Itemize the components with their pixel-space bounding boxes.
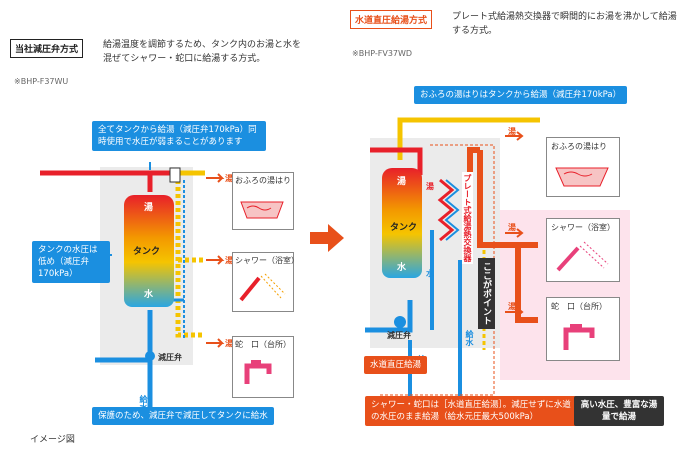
left-method-tag: 当社減圧弁方式 [10, 39, 84, 58]
left-callout-left: タンクの水圧は低め（減圧弁170kPa） [32, 241, 110, 283]
right-hot-short-label: 湯 [426, 182, 434, 191]
right-tank-bottom-label: 水 [397, 263, 407, 273]
right-method-tag: 水道直圧給湯方式 [350, 10, 433, 29]
right-flow-label-faucet: 湯 [508, 302, 516, 311]
right-model-number: ※BHP-FV37WD [352, 49, 413, 58]
left-description: 給湯温度を調節するため、タンク内のお湯と水を混ぜてシャワー・蛇口に給湯する方式。 [103, 40, 302, 64]
right-callout-bottom: シャワー・蛇口は［水道直圧給湯］。減圧せずに水道の水圧のまま給湯（給水元圧最大5… [365, 396, 577, 426]
right-supply-label-2: 給水 [465, 330, 474, 346]
image-note: イメージ図 [30, 435, 75, 445]
bathtub-icon [240, 201, 284, 219]
right-water-short-label: 水 [426, 269, 434, 278]
right-bath-label: おふろの湯はり [551, 142, 607, 151]
right-flow-label-bath: 湯 [508, 127, 516, 136]
left-flow-label-faucet: 湯 [225, 339, 233, 348]
faucet-icon [244, 360, 272, 384]
left-flow-label-bath: 湯 [225, 174, 233, 183]
shower-icon-right [556, 241, 609, 272]
right-valve-label: 減圧弁 [387, 331, 411, 340]
left-callout-bottom: 保護のため、減圧弁で減圧してタンクに給水 [92, 407, 274, 425]
left-bath-label: おふろの湯はり [235, 176, 291, 185]
left-faucet-label: 蛇 口（台所） [235, 340, 291, 349]
left-model-number: ※BHP-F37WU [14, 77, 69, 86]
right-callout-dark: 高い水圧、豊富な湯量で給湯 [574, 396, 664, 426]
right-shower-label: シャワー（浴室） [551, 223, 615, 232]
shower-icon [239, 273, 286, 302]
comparison-arrow-icon [310, 224, 344, 252]
left-tank-top-label: 湯 [144, 203, 154, 213]
point-label: ここがポイント [478, 258, 495, 329]
right-shower-box [546, 218, 620, 282]
right-bath-box [546, 137, 620, 197]
bathtub-icon-right [555, 167, 609, 187]
left-callout-top: 全てタンクから給湯（減圧弁170kPa）同時使用で水圧が弱まることがあります [92, 121, 266, 151]
right-tank-label: タンク [390, 223, 418, 233]
left-bath-box [232, 172, 294, 230]
right-flow-label-shower: 湯 [508, 223, 516, 232]
left-shower-box [232, 252, 294, 312]
right-tank-top-label: 湯 [397, 177, 407, 187]
left-tank [124, 195, 174, 307]
left-tank-bottom-label: 水 [144, 290, 154, 300]
left-tank-label: タンク [133, 247, 161, 257]
left-supply-label: 給水 [139, 395, 148, 411]
left-flow-label-shower: 湯 [225, 256, 233, 265]
exchanger-label: プレート式給湯熱交換器 [462, 172, 473, 264]
faucet-icon-right [563, 324, 595, 350]
left-valve-label: 減圧弁 [158, 353, 182, 362]
left-shower-label: シャワー（浴室） [235, 256, 299, 265]
right-tank [382, 168, 422, 278]
right-description: プレート式給湯熱交換器で瞬間的にお湯を沸かして給湯する方式。 [452, 12, 677, 36]
right-callout-top: おふろの湯はりはタンクから給湯（減圧弁170kPa） [414, 86, 628, 104]
right-callout-direct: 水道直圧給湯 [364, 356, 428, 374]
right-faucet-label: 蛇 口（台所） [551, 302, 607, 311]
